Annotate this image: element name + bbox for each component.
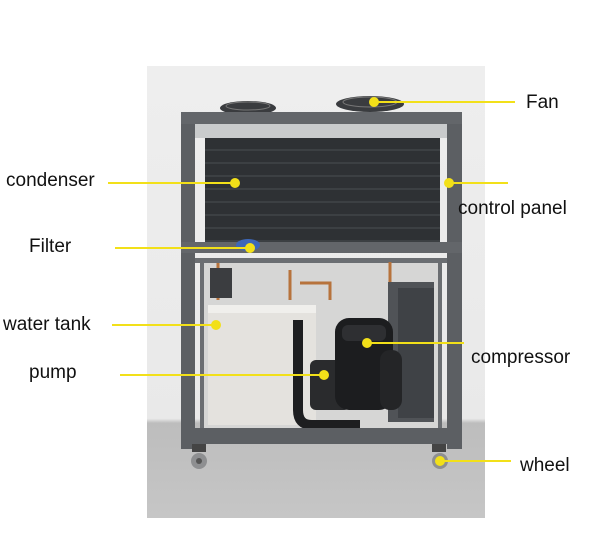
frame-left-post: [181, 112, 195, 449]
leader-pump-dot: [319, 370, 329, 380]
control-box-door: [398, 288, 434, 418]
label-condenser: condenser: [6, 170, 95, 191]
label-wheel: wheel: [520, 455, 570, 476]
pump-hose: [293, 320, 360, 430]
frame-middle-rail: [181, 242, 462, 253]
water-tank-lid: [208, 305, 316, 313]
fan-motor: [210, 268, 232, 298]
leader-fan-dot: [369, 97, 379, 107]
leader-compressor-dot: [362, 338, 372, 348]
compressor-unit: [335, 318, 402, 410]
leader-lines: [108, 97, 515, 466]
label-pump: pump: [29, 362, 77, 383]
top-panel: [195, 124, 447, 138]
frame-top-rail: [181, 112, 462, 124]
label-compressor: compressor: [471, 347, 571, 368]
label-filter: Filter: [29, 236, 72, 257]
frame-inner-left: [200, 258, 204, 428]
label-fan: Fan: [526, 92, 559, 113]
leader-wheel-dot: [435, 456, 445, 466]
leader-water-tank-dot: [211, 320, 221, 330]
leader-control-panel-dot: [444, 178, 454, 188]
frame-inner-rail: [195, 258, 447, 263]
label-control-panel: control panel: [458, 198, 567, 219]
frame-base: [181, 428, 462, 444]
leader-filter-dot: [245, 243, 255, 253]
wheel-icon: [191, 444, 448, 469]
label-water-tank: water tank: [3, 314, 91, 335]
condenser-coil: [205, 138, 440, 242]
leader-condenser-dot: [230, 178, 240, 188]
frame-right-post: [447, 112, 462, 449]
